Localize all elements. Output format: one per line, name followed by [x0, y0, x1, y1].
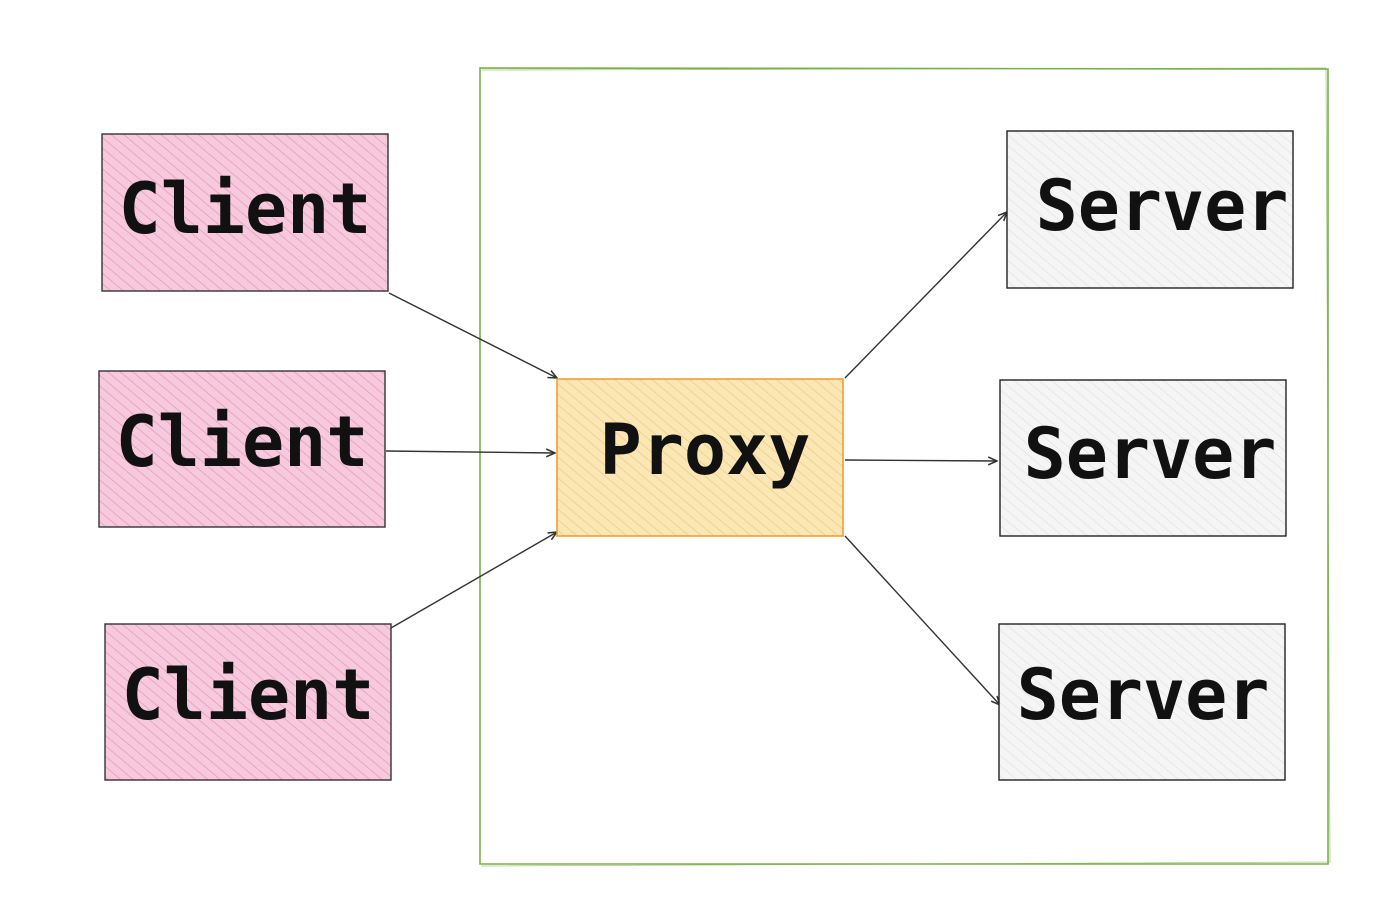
connectors [385, 212, 1007, 705]
server-node: Server [1006, 130, 1294, 289]
arrow-client1-proxy [388, 292, 557, 378]
server-node: Server [999, 379, 1287, 537]
proxy-node: Proxy [556, 378, 844, 537]
proxy-label: Proxy [600, 409, 811, 491]
client-node: Client [98, 370, 386, 528]
arrow-proxy-server1 [844, 212, 1007, 379]
arrow-client3-proxy [390, 532, 557, 629]
arrow-proxy-server2 [844, 460, 997, 461]
arrow-client2-proxy [385, 451, 555, 453]
client-label: Client [119, 168, 372, 250]
client-label: Client [116, 401, 369, 483]
client-node: Client [101, 133, 389, 292]
server-label: Server [1017, 654, 1270, 736]
arrow-proxy-server3 [844, 535, 1000, 705]
client-node: Client [104, 623, 392, 781]
server-node: Server [998, 623, 1286, 781]
server-label: Server [1036, 165, 1289, 247]
client-label: Client [122, 654, 375, 736]
proxy-boundary [479, 67, 1331, 867]
server-label: Server [1024, 413, 1277, 495]
